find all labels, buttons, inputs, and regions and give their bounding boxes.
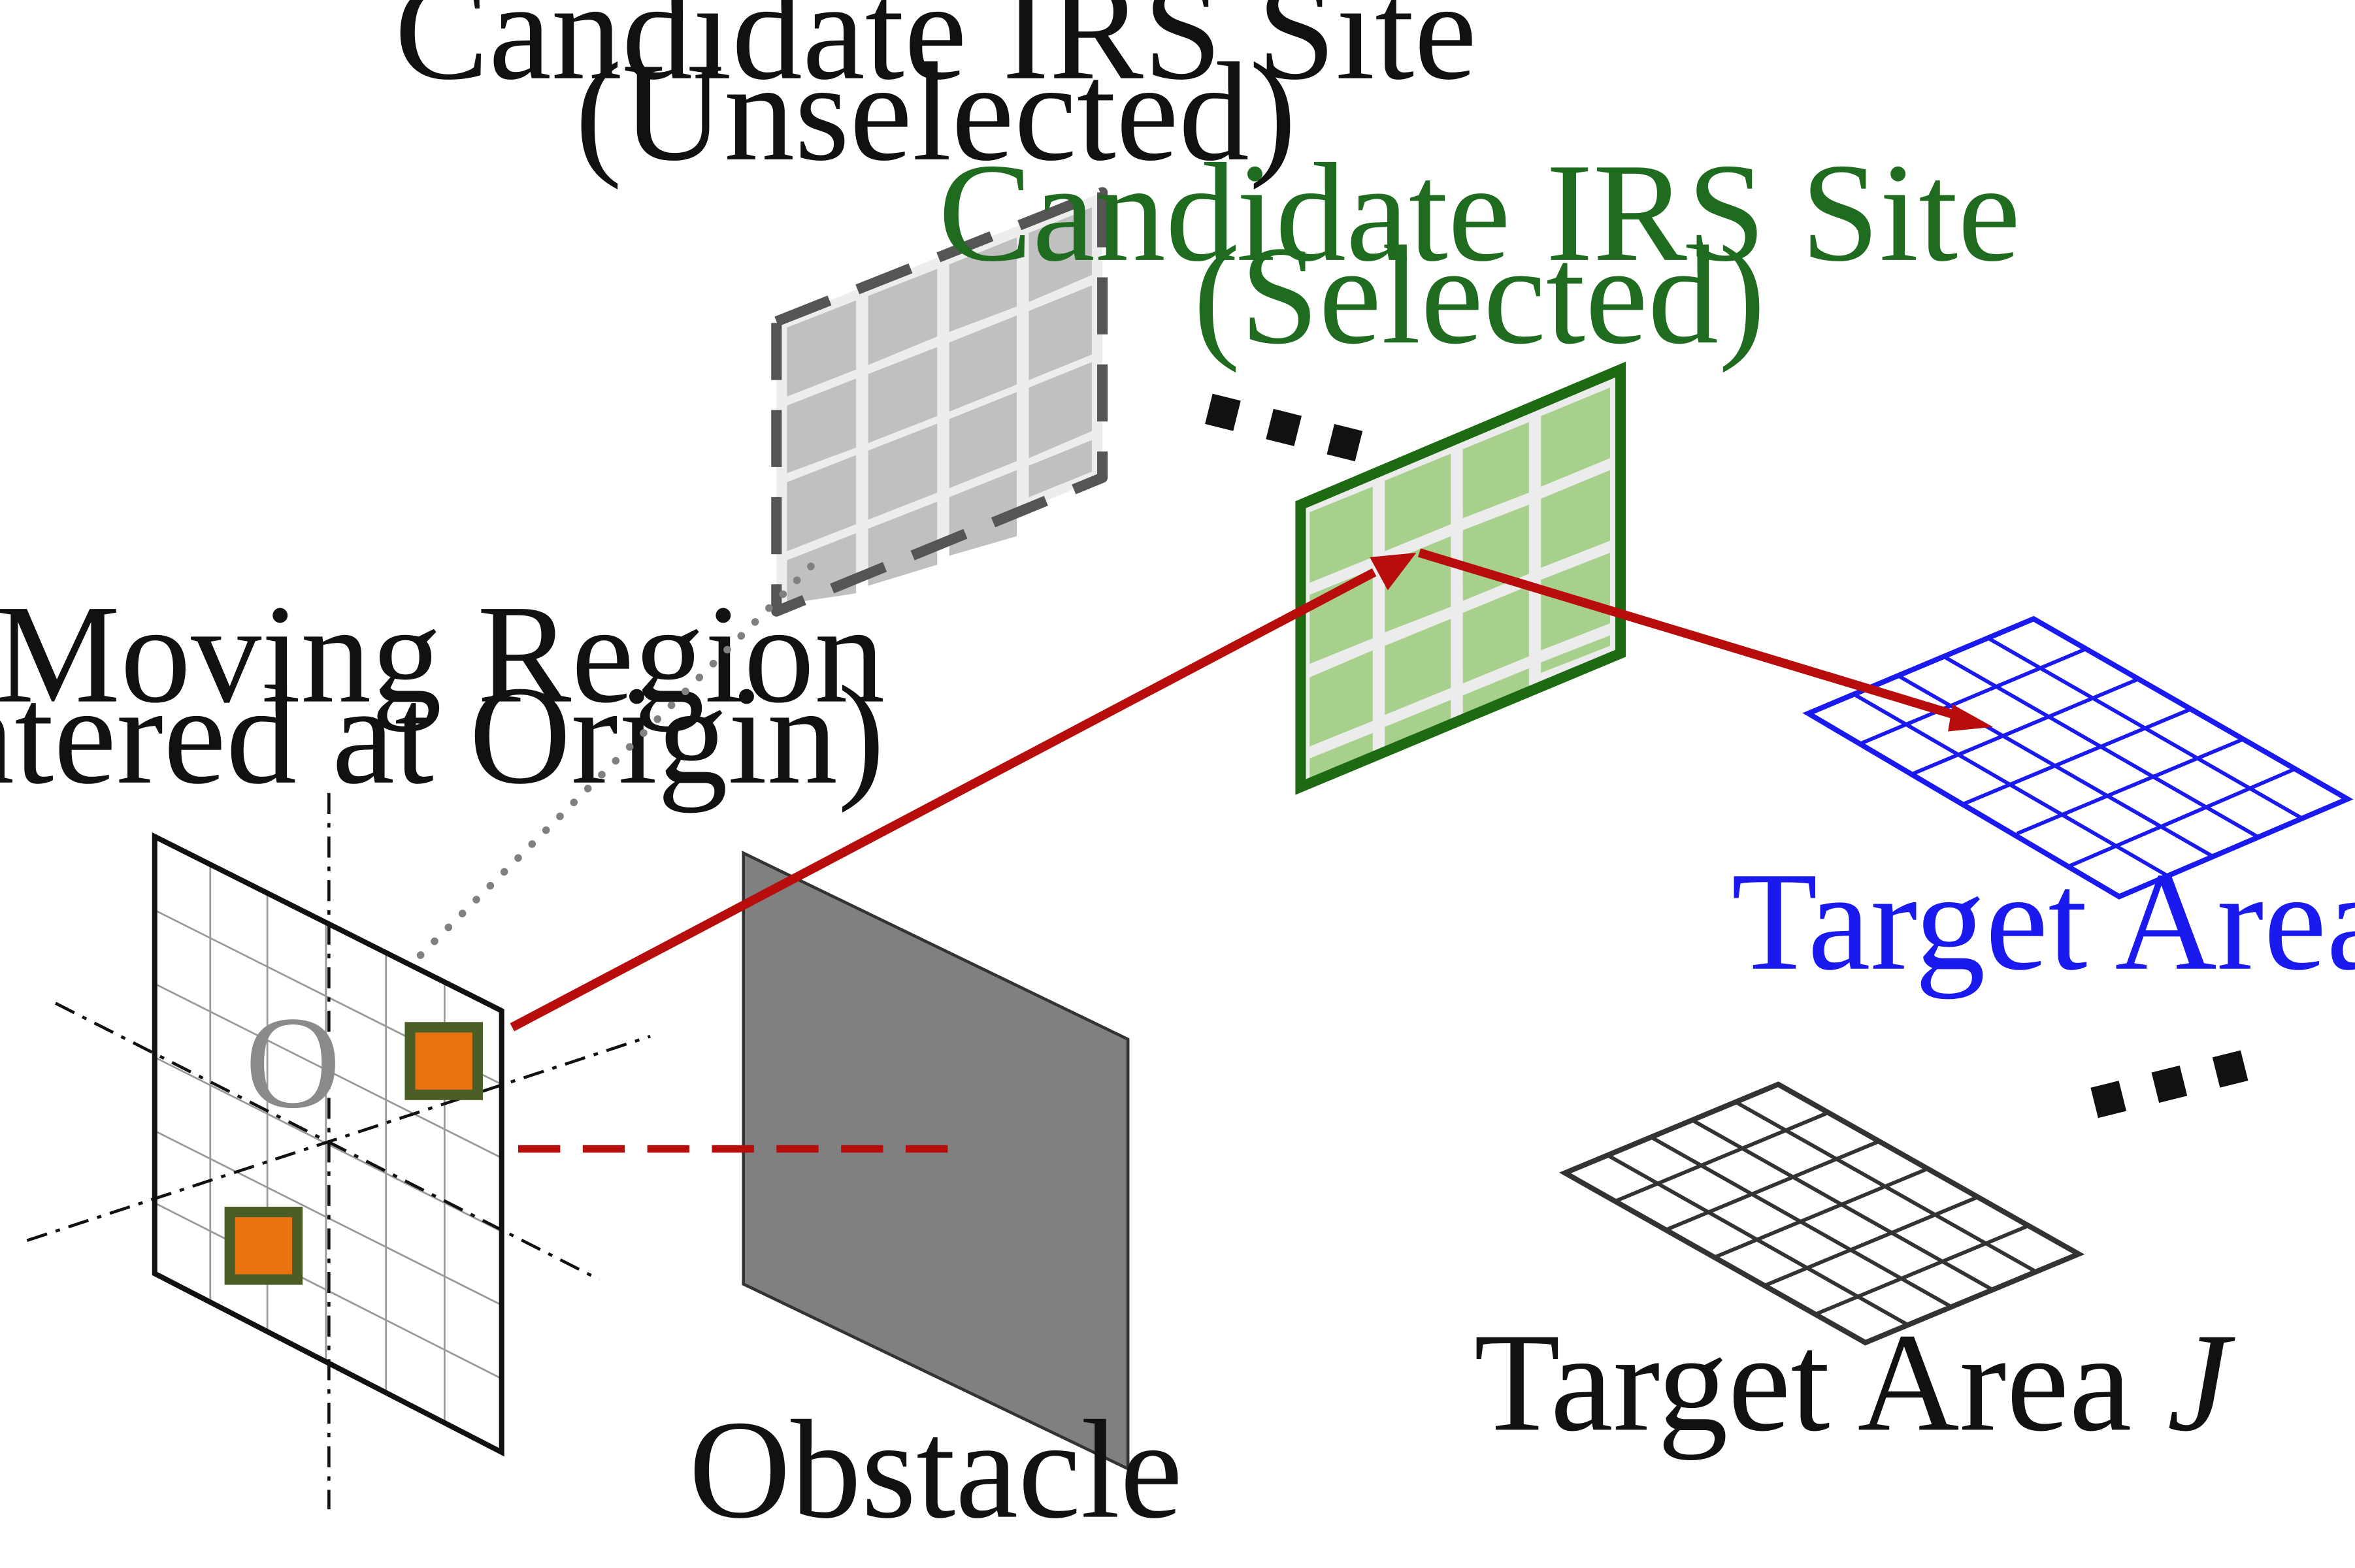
obstacle-slab <box>742 851 1130 1471</box>
origin-label: O <box>245 989 340 1135</box>
target-area-j <box>1558 1081 2085 1346</box>
arrowhead-icon <box>1948 704 1994 732</box>
irs-unselected-label-line1: Candidate IRS Site <box>395 0 1477 109</box>
irs-unselected-label-line2: (Unselected) <box>575 33 1296 190</box>
target-area-j-prefix: Target Area <box>1474 1303 2167 1460</box>
irs-selected-elements <box>1309 387 1610 778</box>
irs-unselected <box>771 187 1108 617</box>
irs-selected <box>1295 361 1626 795</box>
irs-sites-ellipsis: ... <box>1179 271 1409 504</box>
obstacle-label: Obstacle <box>689 1391 1183 1548</box>
irs-selected-label-line1: Candidate IRS Site <box>938 134 2020 291</box>
orange-square-antenna-icon <box>224 1207 303 1285</box>
ma-region-label-line2: (Centered at Origin) <box>0 657 885 813</box>
arrowhead-icon <box>1370 553 1417 591</box>
target-areas-ellipsis: ... <box>2045 928 2274 1160</box>
ma-region-label-line1: MA Moving Region <box>0 576 885 732</box>
target-area-1 <box>1802 615 2354 900</box>
irs-unselected-dashed-border <box>771 187 1108 617</box>
irs-selected-label-line2: (Selected) <box>1193 216 1766 373</box>
orange-square-antenna-icon <box>404 1022 483 1100</box>
link-ma-to-selected-irs <box>510 553 1417 1032</box>
antenna-element-1 <box>404 1022 483 1100</box>
ma-region-outline <box>152 832 504 1457</box>
target-area-j-variable: J <box>2167 1303 2235 1460</box>
coordinate-axes <box>26 792 651 1510</box>
target-area-1-label: Target Area 1 <box>1732 843 2355 1000</box>
target-area-j-label: Target Area J <box>1474 1303 2236 1460</box>
irs-selected-border <box>1295 361 1626 795</box>
antenna-element-2 <box>224 1207 303 1285</box>
link-selected-irs-to-target-1 <box>1418 548 1994 732</box>
